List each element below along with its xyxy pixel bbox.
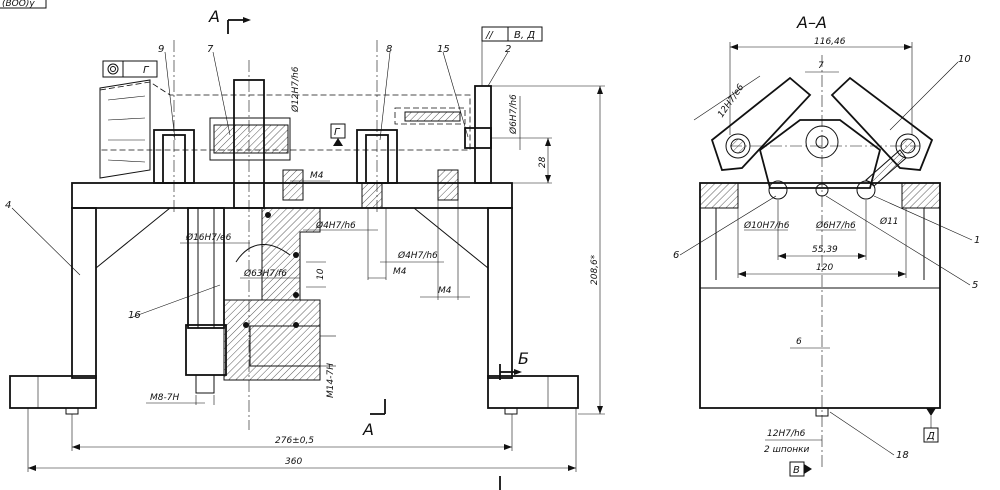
datum-v-box: В	[789, 461, 812, 477]
callout-6: 6	[673, 250, 679, 261]
dim-d16: Ø16H7/e6	[185, 232, 232, 243]
dim-d6h7: Ø6H7/h6	[508, 94, 519, 135]
callout-1: 1	[974, 235, 980, 246]
tol-frame-position: Г	[102, 60, 158, 78]
dim-m4-b: M4	[393, 267, 407, 277]
dim-m4-a: M4	[310, 171, 324, 181]
section-label-a-bottom: А	[362, 420, 374, 439]
dim-120: 120	[816, 263, 833, 273]
datum-g-box: Г	[330, 123, 346, 146]
tol-frame-parallel: // В, Д	[481, 26, 543, 86]
dim-6: 6	[796, 337, 802, 347]
section-view: А–А 116,46 7 12H7/e6	[673, 13, 980, 477]
datum-d-box: Д	[923, 408, 939, 443]
callout-7: 7	[207, 44, 214, 55]
dim-276: 276±0,5	[275, 436, 314, 446]
dim-11646: 116,46	[814, 37, 846, 47]
left-leg	[71, 207, 97, 379]
section-mark-a-top: А	[208, 7, 251, 34]
callout-15: 15	[437, 44, 450, 55]
datum-g-label: Г	[334, 127, 341, 138]
datum-d-label: Д	[926, 431, 935, 442]
dim-d4-b: Ø4H7/h6	[397, 250, 438, 261]
callout-18: 18	[896, 450, 909, 461]
dim-d63: Ø63H7/f6	[243, 268, 287, 279]
rod-15	[464, 127, 492, 149]
callout-10: 10	[958, 54, 971, 65]
dim-10: 10	[316, 268, 326, 280]
dim-7: 7	[818, 61, 824, 71]
dim-m4-c: M4	[438, 286, 452, 296]
jaw-left	[710, 76, 812, 171]
stop-2	[474, 85, 492, 184]
section-mark-a-bottom: А	[362, 399, 386, 439]
dim-m14: M14-7H	[326, 363, 336, 398]
section-title: А–А	[796, 13, 827, 32]
dim-5539: 55,39	[812, 245, 838, 255]
front-view: А А Б	[5, 7, 605, 490]
dim-d10: Ø10H7/h6	[743, 220, 790, 231]
callout-leaders-front	[11, 51, 509, 319]
cylinder-16	[187, 207, 225, 329]
right-leg	[487, 207, 513, 379]
corner-stamp-text: (ВОО)у	[2, 0, 35, 9]
callout-4: 4	[5, 200, 11, 211]
tol-position-datum: Г	[143, 65, 150, 76]
dim-d4-a: Ø4H7/h6	[315, 220, 356, 231]
left-foot	[9, 375, 97, 409]
callout-8: 8	[386, 44, 392, 55]
jaw-center	[758, 119, 882, 189]
section-label-b: Б	[518, 349, 529, 368]
callout-2: 2	[505, 44, 511, 55]
dim-360: 360	[285, 457, 302, 467]
section-mark-b: Б	[499, 349, 529, 490]
jaw-right	[830, 76, 934, 171]
dim-d6: Ø6H7/h6	[815, 220, 856, 231]
dim-key-fit: 12H7/h6	[767, 429, 806, 439]
right-foot	[487, 375, 579, 409]
section-base	[699, 182, 941, 409]
datum-v-label: В	[793, 465, 800, 476]
dim-d11: Ø11	[879, 216, 899, 227]
callout-5: 5	[972, 280, 978, 291]
dim-2086: 208,6*	[590, 254, 600, 285]
dim-m8: M8-7H	[150, 393, 179, 403]
clamp-housing-outline	[99, 81, 471, 151]
dim-28: 28	[538, 156, 548, 168]
dim-d12: Ø12H7/h6	[290, 66, 301, 113]
lower-body	[185, 324, 227, 376]
section-label-a-top: А	[208, 7, 220, 26]
dim-key-count: 2 шпонки	[764, 445, 810, 455]
corner-stamp: (ВОО)у	[0, 0, 47, 9]
tol-parallel-datums: В, Д	[514, 30, 535, 41]
callout-9: 9	[158, 44, 164, 55]
tol-parallel-symbol: //	[485, 30, 494, 41]
callout-16: 16	[128, 310, 141, 321]
